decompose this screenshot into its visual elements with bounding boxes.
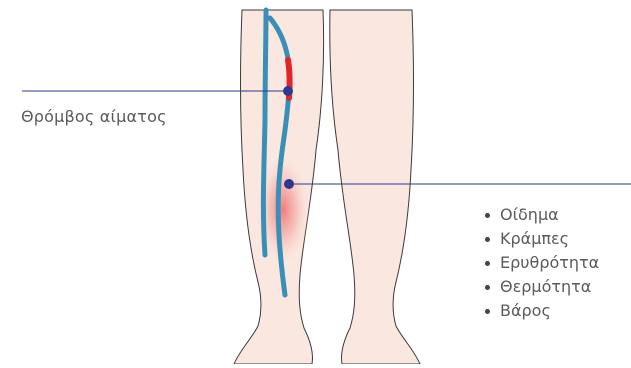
symptom-marker bbox=[284, 179, 294, 189]
symptom-item-swelling: Οίδημα bbox=[484, 203, 599, 227]
right-leg bbox=[330, 10, 420, 364]
symptom-item-warmth: Θερμότητα bbox=[484, 275, 599, 299]
symptom-item-cramps: Κράμπες bbox=[484, 227, 599, 251]
vein-outer bbox=[263, 10, 266, 255]
symptom-list: Οίδημα Κράμπες Ερυθρότητα Θερμότητα Βάρο… bbox=[484, 203, 599, 323]
clot-label: Θρόμβος αίματος bbox=[21, 107, 167, 126]
symptom-item-redness: Ερυθρότητα bbox=[484, 251, 599, 275]
symptom-item-heaviness: Βάρος bbox=[484, 299, 599, 323]
clot-marker bbox=[283, 86, 293, 96]
